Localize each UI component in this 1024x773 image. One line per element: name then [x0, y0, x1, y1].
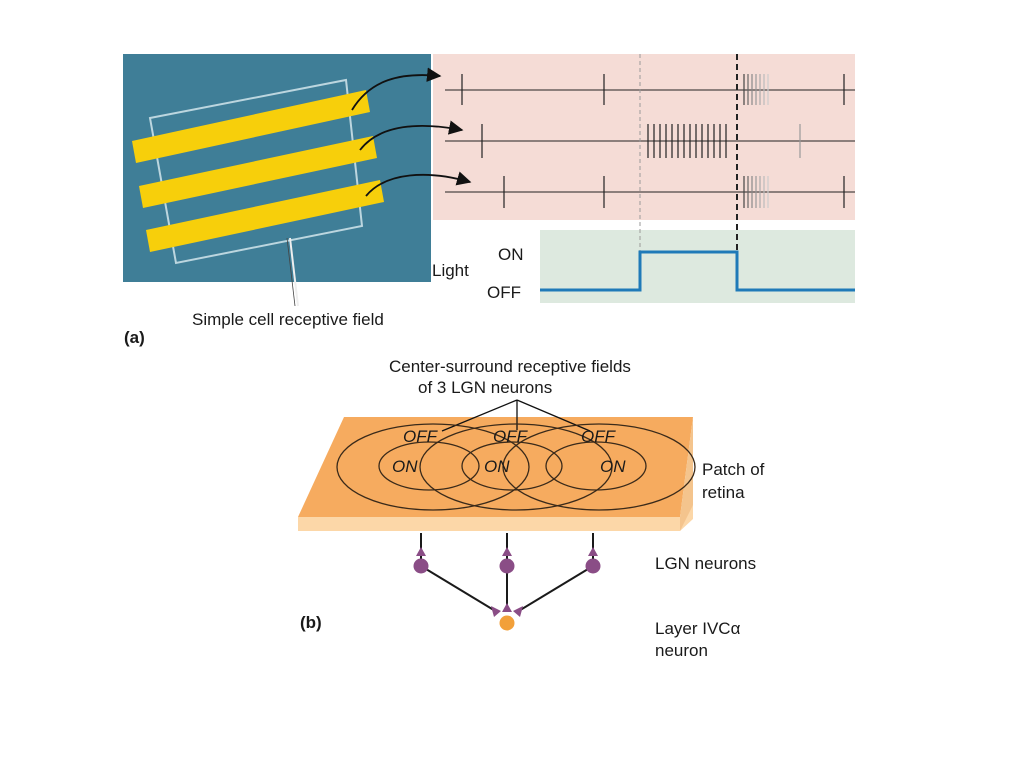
lgn-neurons-label: LGN neurons	[655, 554, 756, 573]
lgn-neuron-middle	[499, 558, 515, 574]
rf-on-label-middle: ON	[484, 457, 510, 476]
spike-train-1	[461, 74, 845, 105]
receptive-field-outline	[148, 78, 364, 265]
light-off-label: OFF	[487, 283, 521, 302]
layer-ivc-label-line2: neuron	[655, 641, 708, 660]
panel-b-tag: (b)	[300, 613, 322, 632]
rf-surround-left	[336, 423, 530, 511]
rf-off-label-left: OFF	[403, 427, 439, 446]
panel-a-tag: (a)	[124, 328, 145, 347]
receptive-field-label: Simple cell receptive field	[192, 310, 384, 329]
patch-label-line2: retina	[702, 483, 745, 502]
light-bar-middle	[139, 136, 377, 208]
lgn-neuron-left	[413, 558, 429, 574]
rf-off-label-middle: OFF	[493, 427, 529, 446]
rf-caption-pointers	[441, 399, 591, 432]
receptive-field-leader-line	[289, 237, 299, 307]
lgn-dendrite-left	[416, 547, 426, 556]
spike-train-2	[481, 124, 801, 158]
rf-center-right	[545, 441, 647, 491]
light-bar-top	[132, 90, 370, 163]
arrow-bar-middle-to-train-2	[359, 120, 464, 151]
synapse-terminal-right	[513, 606, 523, 617]
arrow-bar-bottom-to-train-3	[365, 171, 472, 197]
rf-center-left	[378, 441, 480, 491]
rf-caption-line2: of 3 LGN neurons	[418, 378, 552, 397]
rf-surround-right	[502, 423, 696, 511]
lgn-receptive-fields	[336, 423, 696, 511]
rf-on-label-right: ON	[600, 457, 626, 476]
lgn-dendrite-right	[588, 547, 598, 556]
spike-train-3	[503, 176, 845, 208]
light-bar-bottom	[146, 180, 384, 252]
receptive-field-leader-line-shadow	[286, 237, 296, 307]
rf-caption-line1: Center-surround receptive fields	[389, 357, 631, 376]
lgn-dendrite-middle	[502, 547, 512, 556]
synapse-terminal-left	[491, 606, 501, 617]
light-on-label: ON	[498, 245, 524, 264]
rf-surround-middle	[419, 423, 613, 511]
light-label: Light	[432, 261, 469, 280]
layer-ivc-neuron	[499, 615, 515, 631]
light-trace-background	[540, 230, 855, 303]
arrow-bar-top-to-train-1	[351, 67, 442, 111]
panel-b: Center-surround receptive fields of 3 LG…	[298, 357, 765, 660]
patch-label-line1: Patch of	[702, 460, 765, 479]
synapse-terminal-middle	[502, 603, 512, 612]
lgn-neuron-right	[585, 558, 601, 574]
rf-off-label-right: OFF	[581, 427, 617, 446]
panel-a: ON OFF Light Simple cell receptive field…	[123, 54, 855, 347]
rf-center-middle	[461, 441, 563, 491]
spike-train-background	[433, 54, 855, 220]
layer-ivc-label-line1: Layer IVCα	[655, 619, 741, 638]
rf-on-label-left: ON	[392, 457, 418, 476]
retina-patch-front	[298, 517, 680, 531]
retina-patch-side	[680, 417, 693, 531]
light-trace	[540, 250, 855, 292]
